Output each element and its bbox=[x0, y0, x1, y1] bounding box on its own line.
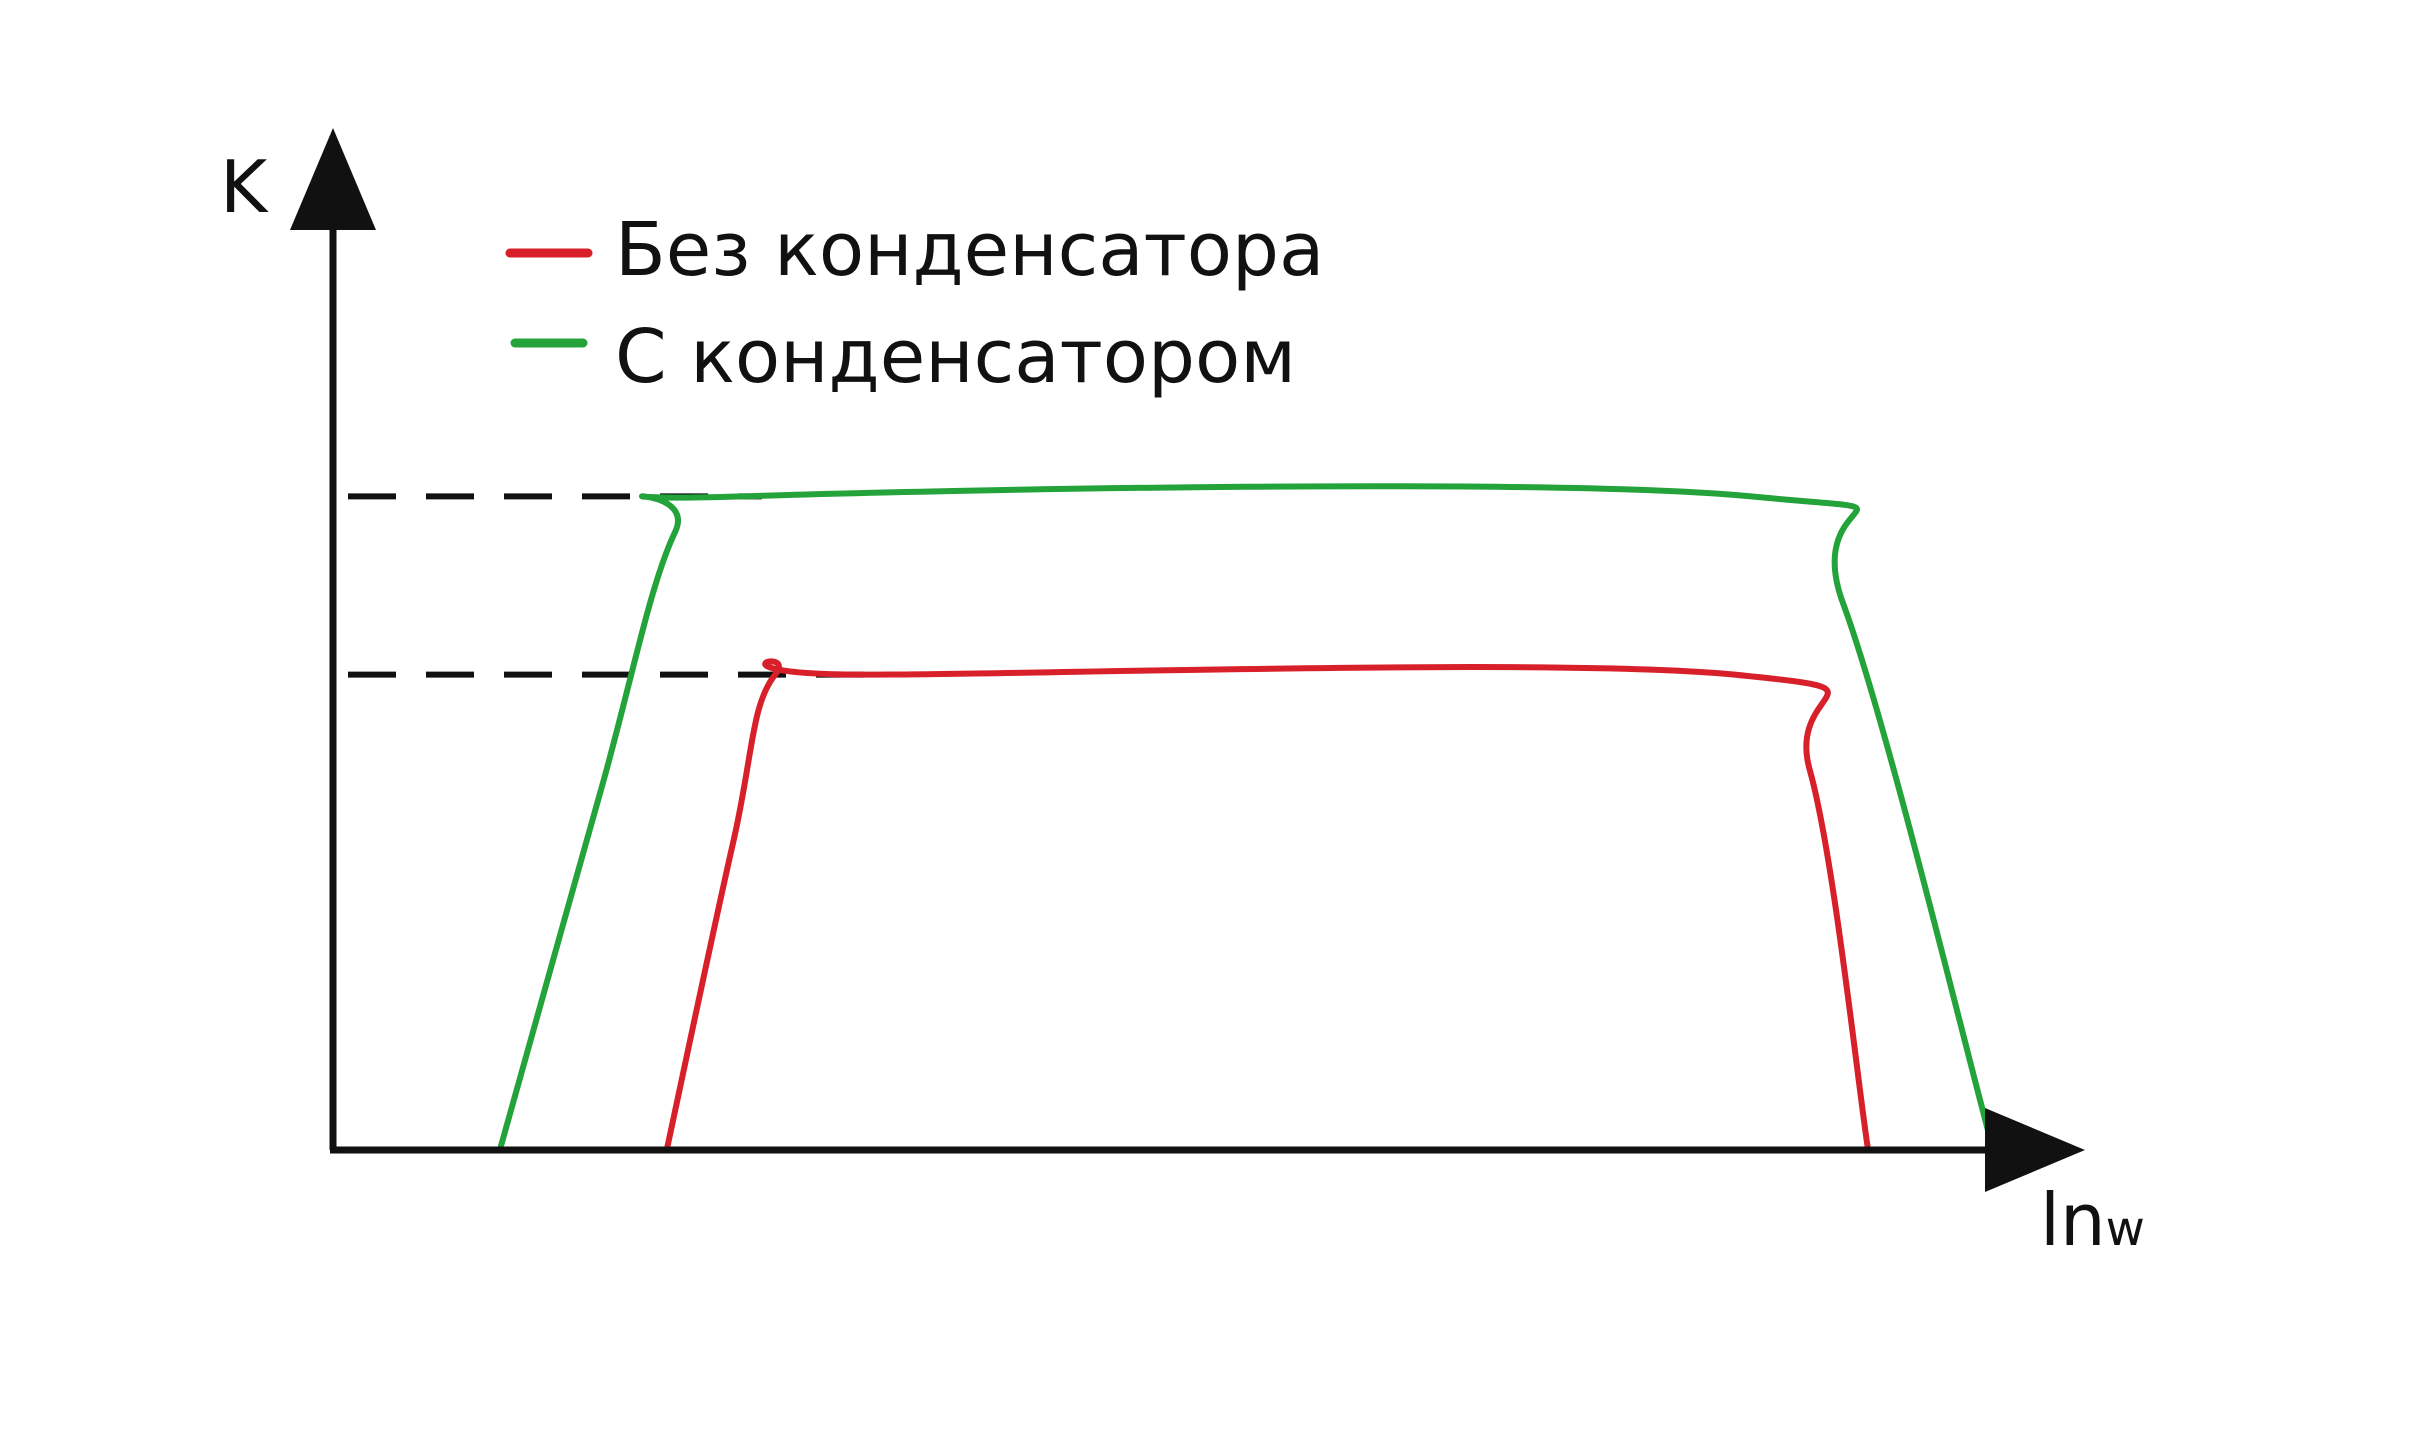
y-axis-arrow-icon bbox=[290, 128, 376, 230]
series-line-with-capacitor bbox=[496, 483, 1997, 1153]
x-axis-arrow-icon bbox=[1985, 1108, 2085, 1192]
legend-label-without-capacitor: Без конденсатора bbox=[615, 207, 1324, 293]
x-axis-title-main: ln bbox=[2040, 1178, 2106, 1262]
legend-label-with-capacitor: С конденсатором bbox=[615, 314, 1296, 400]
series-line-without-capacitor bbox=[663, 658, 1872, 1153]
legend: Без конденсатора С конденсатором bbox=[505, 207, 1324, 400]
x-axis-title-sub: w bbox=[2106, 1201, 2145, 1257]
x-axis-title: lnw bbox=[2040, 1178, 2145, 1262]
y-axis-title: K bbox=[220, 145, 269, 229]
